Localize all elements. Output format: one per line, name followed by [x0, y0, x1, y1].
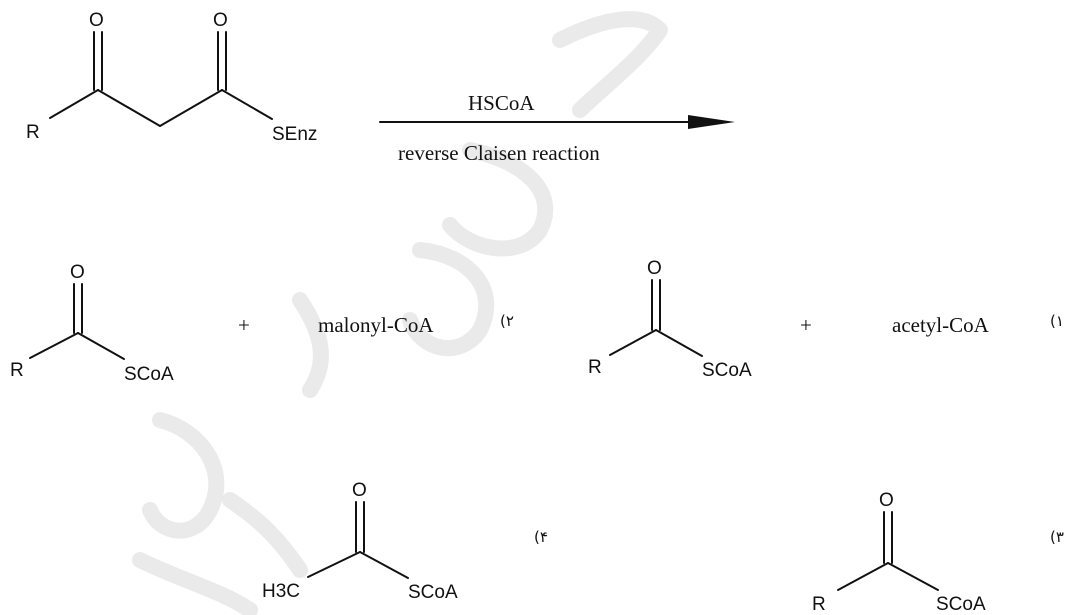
reaction-arrow: HSCoA reverse Claisen reaction	[379, 91, 735, 165]
option-3: O R SCoA (۳	[812, 490, 1064, 615]
option-3-r-label: R	[812, 594, 826, 615]
option-3-oxygen: O	[879, 490, 894, 511]
option-1: O R SCoA + acetyl-CoA (۱	[588, 258, 1064, 381]
option-2: O R SCoA + malonyl-CoA (۲	[10, 262, 514, 385]
reactant-structure: R O O SEnz	[26, 10, 317, 145]
option-2-plus: +	[238, 313, 250, 337]
option-4: O H3C SCoA (۴	[262, 480, 548, 603]
option-2-r-label: R	[10, 360, 24, 381]
arrow-reagent-label: HSCoA	[468, 91, 535, 115]
reactant-oxygen-1: O	[89, 10, 104, 31]
option-4-oxygen: O	[352, 480, 367, 501]
option-4-h3c-label: H3C	[262, 581, 300, 602]
arrow-condition-label: reverse Claisen reaction	[398, 141, 600, 165]
option-1-number: (۱	[1050, 312, 1064, 330]
option-1-plus: +	[800, 313, 812, 337]
option-3-number: (۳	[1050, 528, 1064, 546]
reactant-r-label: R	[26, 122, 40, 143]
reactant-oxygen-2: O	[213, 10, 228, 31]
option-4-scoa-label: SCoA	[408, 582, 458, 603]
option-2-number: (۲	[500, 312, 514, 330]
option-3-scoa-label: SCoA	[936, 594, 986, 615]
option-4-number: (۴	[534, 528, 548, 546]
reactant-senz-label: SEnz	[272, 124, 317, 145]
option-1-r-label: R	[588, 357, 602, 378]
option-1-oxygen: O	[647, 258, 662, 279]
option-2-scoa-label: SCoA	[124, 364, 174, 385]
watermark	[132, 11, 668, 615]
option-2-oxygen: O	[70, 262, 85, 283]
option-1-scoa-label: SCoA	[702, 360, 752, 381]
option-2-reagent: malonyl-CoA	[318, 313, 434, 337]
option-1-reagent: acetyl-CoA	[892, 313, 990, 337]
